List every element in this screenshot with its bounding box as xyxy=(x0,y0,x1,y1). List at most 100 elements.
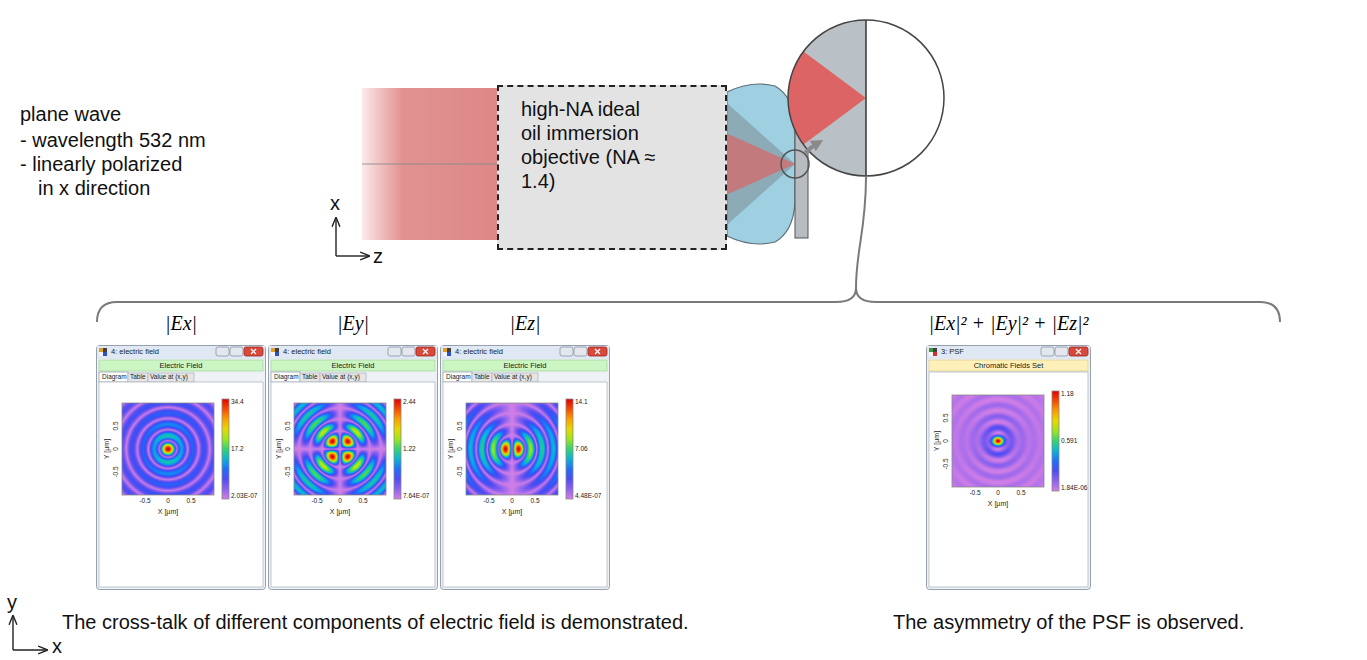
axis-tick: -0.5 xyxy=(969,490,980,497)
colorbar-value: 2.03E-07 xyxy=(231,493,257,500)
tab-label: Value at (x,y) xyxy=(494,374,532,381)
colorbar-value: 7.64E-07 xyxy=(403,493,429,500)
field-window: |Ex|4: electric fieldElectric FieldDiagr… xyxy=(96,345,266,590)
minimize-button xyxy=(388,347,401,356)
field-map xyxy=(952,395,1044,487)
axis-tick: 0.5 xyxy=(113,421,120,430)
axis-tick: 0.5 xyxy=(943,413,950,422)
window-heading: |Ex| xyxy=(36,313,326,333)
axis-tick: -0.5 xyxy=(483,498,494,505)
axis-arrow xyxy=(12,617,13,650)
window-icon xyxy=(929,348,933,352)
close-button xyxy=(588,347,607,356)
window-frame xyxy=(926,345,1091,590)
window-title: 4: electric field xyxy=(283,348,331,356)
axis-tick: 0 xyxy=(457,447,464,451)
objective-label: high-NA ideal oil immersion objective (N… xyxy=(521,97,656,193)
maximize-button xyxy=(574,347,587,356)
header-bar xyxy=(99,360,263,371)
window-border xyxy=(269,346,438,590)
maximize-button xyxy=(1055,347,1068,356)
window-icon xyxy=(103,352,107,356)
panel-header: Electric Field xyxy=(443,362,607,370)
header-bar xyxy=(271,360,435,371)
axis-tick: 0.5 xyxy=(186,498,195,505)
tab-label: Diagram xyxy=(102,374,127,381)
tab xyxy=(492,373,538,382)
window-icon xyxy=(99,352,103,356)
light-cone-red xyxy=(728,134,795,194)
title-bar xyxy=(441,346,609,359)
colorbar-value: 1.84E-06 xyxy=(1061,485,1087,492)
axis-label: X [µm] xyxy=(502,508,522,515)
colorbar-value: 2.44 xyxy=(403,399,416,406)
plot-area xyxy=(443,382,607,587)
tab xyxy=(443,372,472,382)
axis-tick: -0.5 xyxy=(139,498,150,505)
window-icon xyxy=(271,348,275,352)
axis-label: Y [µm] xyxy=(103,439,110,459)
window-icon xyxy=(447,352,451,356)
axis-tick: -0.5 xyxy=(457,466,464,477)
map-frame xyxy=(466,403,558,495)
lead-line xyxy=(856,177,866,288)
axis-arrow xyxy=(335,219,336,256)
caption: The asymmetry of the PSF is observed. xyxy=(893,610,1244,634)
tab-label: Value at (x,y) xyxy=(322,374,360,381)
axis-tick: 0 xyxy=(166,498,170,505)
window-icon xyxy=(929,352,933,356)
colorbar-value: 17.2 xyxy=(231,446,244,453)
axis-tick: 0.5 xyxy=(457,421,464,430)
window-title: 4: electric field xyxy=(111,348,159,356)
axis-name: z xyxy=(373,246,383,266)
axis-tick: 0 xyxy=(285,447,292,451)
axis-label: X [µm] xyxy=(988,500,1008,507)
tab xyxy=(320,373,366,382)
colorbar xyxy=(1052,391,1059,491)
window-frame xyxy=(268,345,438,590)
window-heading: |Ey| xyxy=(208,313,498,333)
close-button xyxy=(1069,347,1088,356)
colorbar xyxy=(222,399,229,499)
axis-label: Y [µm] xyxy=(275,439,282,459)
axis-name: x xyxy=(330,193,340,213)
panel-header: Chromatic Fields Set xyxy=(929,362,1088,370)
bracket xyxy=(97,288,1280,322)
colorbar-value: 0.591 xyxy=(1061,438,1077,445)
header-bar xyxy=(443,360,607,371)
minimize-button xyxy=(1041,347,1054,356)
axis-name: x xyxy=(52,636,62,656)
maximize-button xyxy=(402,347,415,356)
front-lens xyxy=(727,84,795,244)
beam-property: - wavelength 532 nm xyxy=(20,128,206,152)
window-icon xyxy=(99,348,103,352)
zoom-arrow xyxy=(805,143,818,153)
axis-tick: -0.5 xyxy=(113,466,120,477)
window-heading: |Ex|² + |Ey|² + |Ez|² xyxy=(866,313,1151,333)
tab-label: Table xyxy=(130,374,146,381)
axis-label: X [µm] xyxy=(158,508,178,515)
tab xyxy=(300,373,320,382)
maximize-button xyxy=(230,347,243,356)
panel-header: Electric Field xyxy=(99,362,263,370)
axis-tick: 0 xyxy=(996,490,1000,497)
axis-tick: -0.5 xyxy=(943,458,950,469)
window-icon xyxy=(933,352,937,356)
window-border xyxy=(441,346,610,590)
colorbar-value: 4.48E-07 xyxy=(575,493,601,500)
colorbar-value: 1.22 xyxy=(403,446,416,453)
window-border xyxy=(927,346,1091,590)
tab-label: Table xyxy=(474,374,490,381)
close-button xyxy=(244,347,263,356)
tab xyxy=(128,373,148,382)
focus-marker xyxy=(781,150,809,178)
window-heading: |Ez| xyxy=(380,313,670,333)
colorbar xyxy=(566,399,573,499)
title-bar xyxy=(927,346,1090,359)
axis-tick: 0.5 xyxy=(1016,490,1025,497)
field-map xyxy=(466,403,558,495)
objective-box: high-NA ideal oil immersion objective (N… xyxy=(497,85,727,250)
tab xyxy=(148,373,194,382)
plot-area xyxy=(929,372,1088,587)
window-icon xyxy=(933,348,937,352)
